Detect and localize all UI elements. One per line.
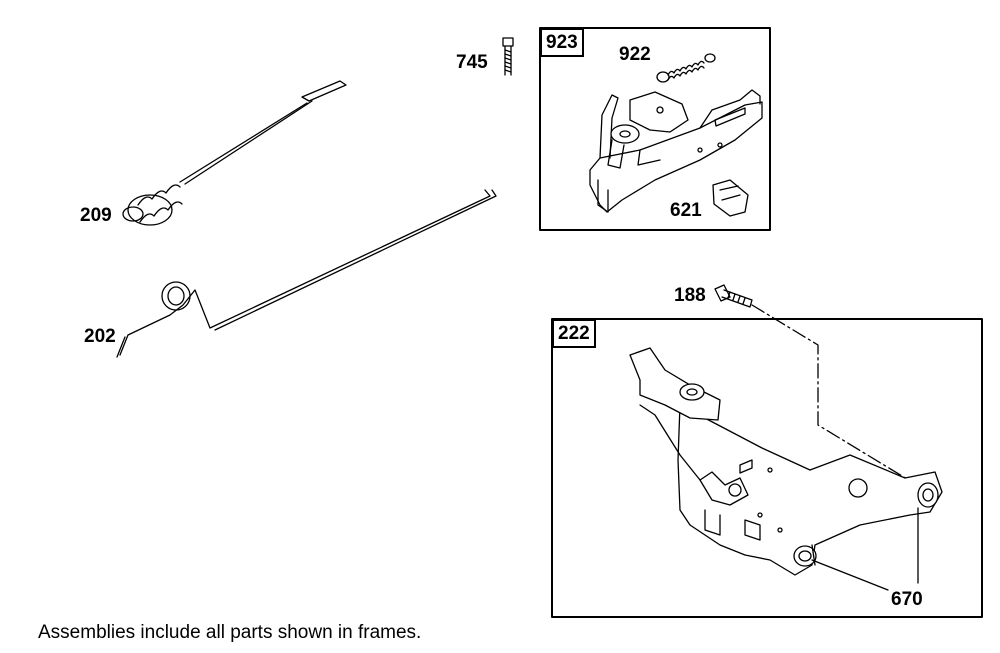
bolt-188-drawing <box>714 284 753 308</box>
link-202-drawing <box>116 189 497 358</box>
leader-670-a <box>811 559 889 591</box>
bolt-745-drawing <box>502 37 514 76</box>
assembly-note: Assemblies include all parts shown in fr… <box>38 622 422 643</box>
link-621-drawing <box>712 179 749 217</box>
part-label-209: 209 <box>80 205 112 226</box>
frame-label-923: 923 <box>540 28 584 57</box>
spring-922-drawing <box>656 53 716 83</box>
control-bracket-drawing <box>629 347 943 576</box>
part-label-670: 670 <box>891 589 923 610</box>
rod-209-drawing <box>122 80 347 226</box>
part-label-188: 188 <box>674 285 706 306</box>
frame-222-box <box>551 318 983 618</box>
frame-923-box <box>539 27 771 231</box>
part-label-745: 745 <box>456 52 488 73</box>
alignment-line <box>751 304 913 483</box>
governor-bracket-drawing <box>589 89 763 213</box>
frame-label-222: 222 <box>552 319 596 348</box>
part-label-922: 922 <box>619 44 651 65</box>
part-label-621: 621 <box>670 200 702 221</box>
part-label-202: 202 <box>84 326 116 347</box>
